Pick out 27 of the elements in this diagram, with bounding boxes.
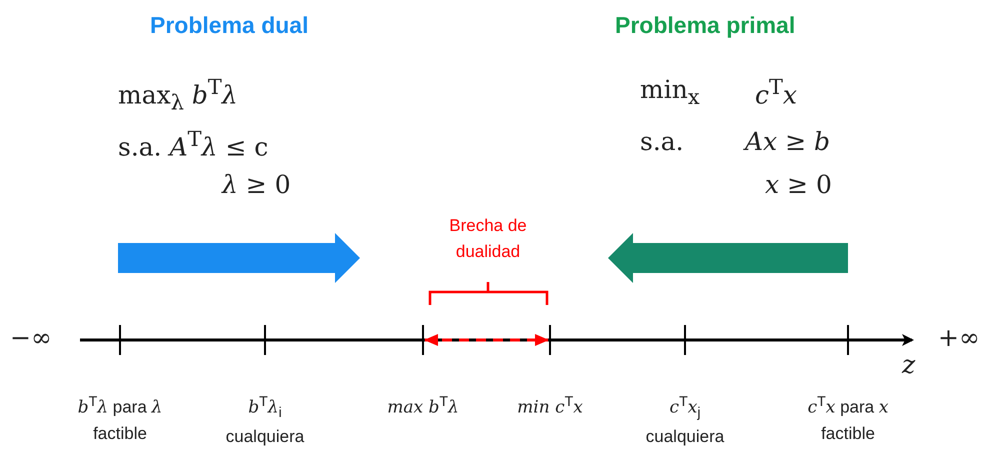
axis-label: +∞ — [938, 323, 980, 352]
tick-mark — [847, 325, 849, 355]
formula: Ax ≥ b — [745, 127, 830, 156]
tick-label: b$^{T}$λ$_{i}$ cualquiera — [224, 393, 306, 448]
tick-label: min c$^{T}$x — [516, 393, 584, 420]
tick-label: c$^{T}$x$_{j}$ cualquiera — [644, 393, 726, 448]
tick-label: c$^{T}$x para x factible — [806, 393, 890, 446]
tick-label: b$^{T}$λ para λ factible — [76, 393, 164, 446]
tick-mark — [684, 325, 686, 355]
gap-label: Brecha de dualidad — [448, 215, 528, 262]
tick-mark — [119, 325, 121, 355]
formula: x ≥ 0 — [765, 170, 832, 199]
heading: Problema primal — [615, 12, 796, 39]
tick-label: max b$^{T}$λ — [386, 393, 460, 420]
formula: max$_{λ}$ b$^{T}$λ — [118, 75, 238, 114]
formula: s.a. A$^{T}$λ ≤ c — [118, 127, 268, 162]
formula: λ ≥ 0 — [222, 170, 291, 199]
double-arrow — [424, 334, 549, 346]
axis-label: −∞ — [10, 323, 52, 352]
formula: s.a. — [640, 127, 684, 156]
axis-label: z — [902, 350, 916, 379]
tick-mark — [422, 325, 424, 355]
heading: Problema dual — [150, 12, 308, 39]
tick-mark — [549, 325, 551, 355]
formula: c$^{T}$x — [755, 75, 798, 110]
tick-mark — [264, 325, 266, 355]
formula: min$_{x}$ — [640, 75, 700, 109]
